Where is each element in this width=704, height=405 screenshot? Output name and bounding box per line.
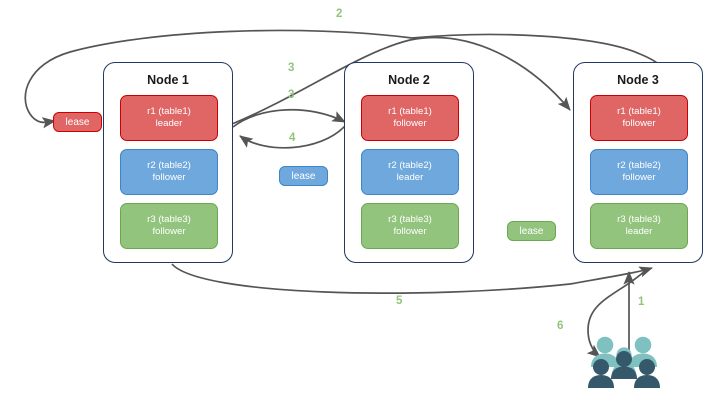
replica-role: follower [622,172,656,183]
replica-name: r1 (table1) [617,105,661,117]
users-group-icon [588,336,660,388]
replica-node1-r1[interactable]: r1 (table1) leader [120,95,218,141]
step-label-1: 1 [638,296,645,308]
step-label-6: 6 [557,320,564,332]
replica-name: r2 (table2) [147,159,191,171]
replica-node3-r1[interactable]: r1 (table1) follower [590,95,688,141]
replica-name: r2 (table2) [617,159,661,171]
edge-step-5 [171,263,653,294]
edge-step-2 [24,29,413,129]
step-label-3a: 3 [288,62,295,74]
replica-name: r3 (table3) [617,213,661,225]
replica-role: leader [396,172,424,183]
node-title-3: Node 3 [617,73,659,87]
node-container-2: Node 2 r1 (table1) follower r2 (table2) … [344,62,474,263]
replica-name: r1 (table1) [147,105,191,117]
node-title-2: Node 2 [388,73,430,87]
replica-node2-r2[interactable]: r2 (table2) leader [361,149,459,195]
step-label-2: 2 [336,8,343,20]
step-label-5: 5 [396,295,403,307]
replica-role: leader [625,226,653,237]
node-title-1: Node 1 [147,73,189,87]
replica-node1-r2[interactable]: r2 (table2) follower [120,149,218,195]
replica-name: r3 (table3) [388,213,432,225]
step-label-3b: 3 [288,89,295,101]
replica-node3-r3[interactable]: r3 (table3) leader [590,203,688,249]
replica-role: follower [393,118,427,129]
replica-role: follower [622,118,656,129]
lease-badge-r1[interactable]: lease [53,112,102,132]
replica-name: r2 (table2) [388,159,432,171]
edge-step-6 [586,269,647,358]
node-container-3: Node 3 r1 (table1) follower r2 (table2) … [573,62,703,263]
edge-step-2-tail [411,33,661,67]
replica-name: r1 (table1) [388,105,432,117]
node-container-1: Node 1 r1 (table1) leader r2 (table2) fo… [103,62,233,263]
replica-role: leader [155,118,183,129]
lease-badge-r2[interactable]: lease [279,166,328,186]
replica-role: follower [152,172,186,183]
replica-node1-r3[interactable]: r3 (table3) follower [120,203,218,249]
replica-node3-r2[interactable]: r2 (table2) follower [590,149,688,195]
replica-name: r3 (table3) [147,213,191,225]
replica-node2-r1[interactable]: r1 (table1) follower [361,95,459,141]
replica-node2-r3[interactable]: r3 (table3) follower [361,203,459,249]
edge-step-4 [239,125,346,149]
edge-step-3-long [231,36,571,125]
step-label-4: 4 [289,132,296,144]
replica-role: follower [152,226,186,237]
replica-role: follower [393,226,427,237]
lease-badge-r3[interactable]: lease [507,221,556,241]
edge-step-3-short [232,108,346,128]
